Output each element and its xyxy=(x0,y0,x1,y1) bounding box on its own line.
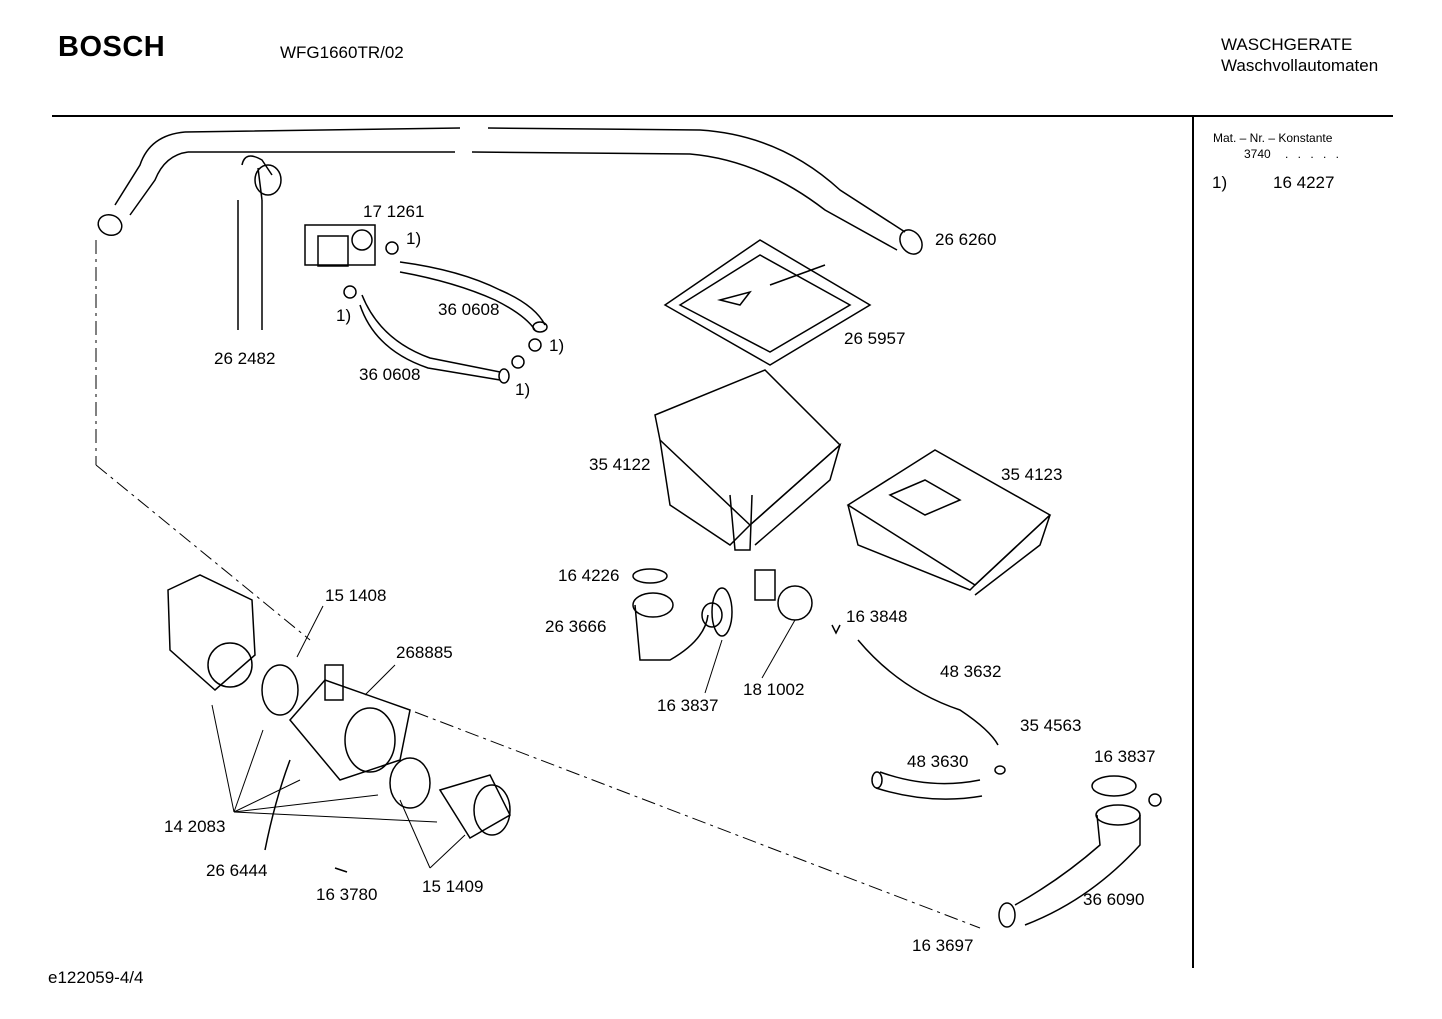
part-label: 36 6090 xyxy=(1083,890,1145,909)
hose-clamps xyxy=(343,241,542,369)
hoses-360608 xyxy=(359,261,548,384)
category-subtitle: Waschvollautomaten xyxy=(1221,56,1379,75)
clamp-marker: 1) xyxy=(549,336,565,355)
part-label: 26 6260 xyxy=(935,230,997,249)
valve-171261 xyxy=(304,224,376,267)
drain-pump-assembly xyxy=(167,574,511,873)
hose-266260 xyxy=(97,127,923,255)
brand-logo: BOSCH xyxy=(58,31,166,63)
constant-dots: . . . . . xyxy=(1285,147,1343,161)
part-label: 26 2482 xyxy=(214,349,276,368)
note-marker: 1) xyxy=(1212,173,1228,192)
category-title: WASCHGERATE xyxy=(1221,35,1353,54)
part-label: 16 3837 xyxy=(657,696,719,715)
clamp-marker: 1) xyxy=(336,306,352,325)
dispenser-cover-265957 xyxy=(663,239,872,366)
part-label: 36 0608 xyxy=(359,365,421,384)
part-label: 26 3666 xyxy=(545,617,607,636)
part-label: 16 3837 xyxy=(1094,747,1156,766)
part-label: 16 3697 xyxy=(912,936,974,955)
note-part-number: 16 4227 xyxy=(1273,173,1335,192)
part-label: 15 1408 xyxy=(325,586,387,605)
part-label: 16 3780 xyxy=(316,885,378,904)
part-label: 48 3632 xyxy=(940,662,1002,681)
hoses-483632-483630 xyxy=(857,639,1006,800)
dispenser-drawer-354122 xyxy=(654,369,842,551)
assembly-lines xyxy=(95,240,981,929)
part-label: 14 2083 xyxy=(164,817,226,836)
clamp-marker: 1) xyxy=(515,380,531,399)
part-label: 18 1002 xyxy=(743,680,805,699)
part-label: 35 4122 xyxy=(589,455,651,474)
clamp-marker: 1) xyxy=(406,229,422,248)
part-label: 16 3848 xyxy=(846,607,908,626)
part-label: 26 6444 xyxy=(206,861,268,880)
constant-label: Mat. – Nr. – Konstante xyxy=(1213,131,1333,145)
part-label: 48 3630 xyxy=(907,752,969,771)
part-label: 26 5957 xyxy=(844,329,906,348)
drain-hose-366090 xyxy=(998,775,1162,928)
part-label: 35 4563 xyxy=(1020,716,1082,735)
hose-262482 xyxy=(237,155,282,330)
part-label: 35 4123 xyxy=(1001,465,1063,484)
part-label: 17 1261 xyxy=(363,202,425,221)
leader-lines xyxy=(211,605,796,869)
small-parts-center xyxy=(632,568,841,661)
part-label: 15 1409 xyxy=(422,877,484,896)
part-label: 16 4226 xyxy=(558,566,620,585)
model-number: WFG1660TR/02 xyxy=(280,43,404,62)
constant-value: 3740 xyxy=(1244,147,1271,161)
part-label: 268885 xyxy=(396,643,453,662)
diagram-reference: e122059-4/4 xyxy=(48,968,144,987)
part-label: 36 0608 xyxy=(438,300,500,319)
dispenser-drawer-354123 xyxy=(846,449,1052,596)
